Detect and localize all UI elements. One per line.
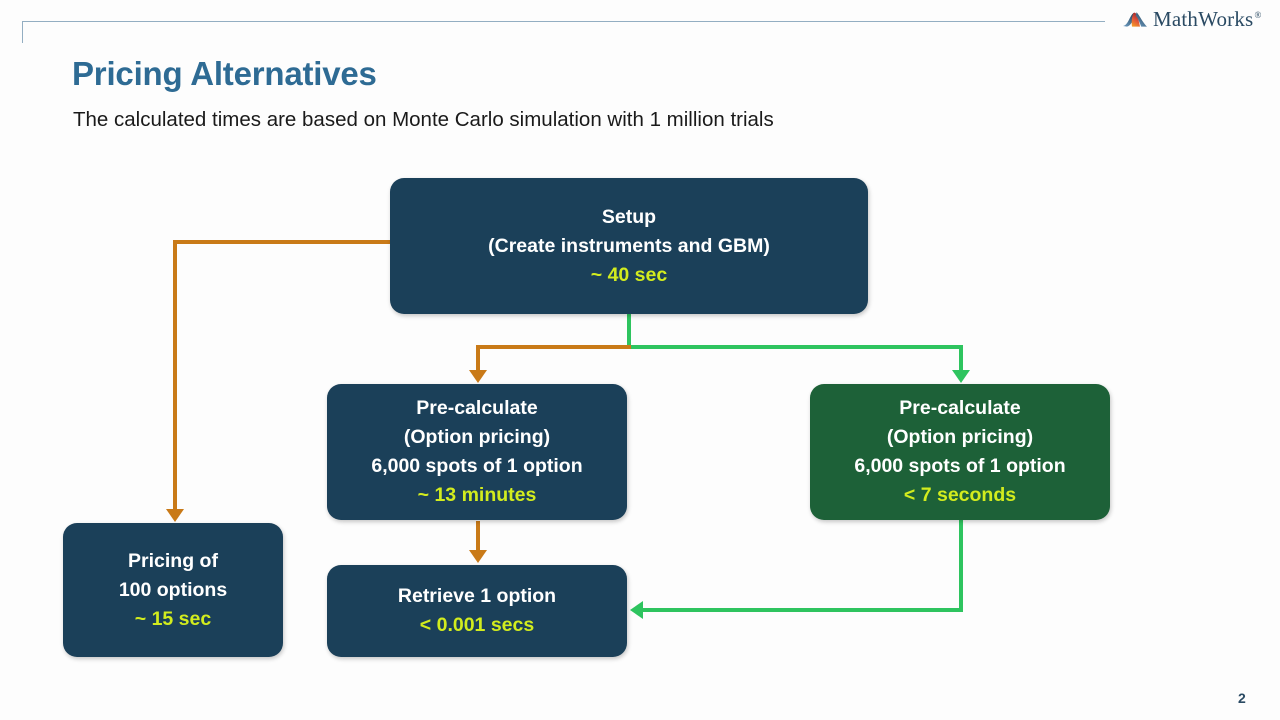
- mathworks-membrane-icon: [1123, 12, 1147, 27]
- arrowhead-into-precalculate-gpu-icon: [952, 370, 970, 383]
- flow-node-line: (Option pricing): [403, 426, 551, 448]
- flow-node-line: Retrieve 1 option: [397, 585, 557, 607]
- flow-node-line: Pricing of: [128, 549, 218, 572]
- flow-node-line: Setup: [601, 205, 657, 228]
- connector-setup-to-pricing100-horizontal: [173, 240, 391, 244]
- arrowhead-into-precalculate-cpu-icon: [469, 370, 487, 383]
- flow-node-line: Pre-calculate: [416, 397, 538, 419]
- arrowhead-into-retrieve-top-icon: [469, 550, 487, 563]
- flow-node-metric: < 7 seconds: [903, 484, 1017, 506]
- connector-precalculate-gpu-to-retrieve-vertical: [959, 520, 963, 612]
- arrowhead-into-retrieve-right-icon: [630, 601, 643, 619]
- connector-setup-to-precalculate-gpu-horizontal: [627, 345, 963, 349]
- flow-node-line: Pre-calculate: [899, 397, 1021, 419]
- flow-node-precalculate-cpu[interactable]: Pre-calculate (Option pricing) 6,000 spo…: [327, 384, 627, 520]
- mathworks-wordmark: MathWorks®: [1153, 6, 1262, 31]
- flow-node-pricing-100-options[interactable]: Pricing of 100 options ~ 15 sec: [63, 523, 283, 657]
- flow-node-line: 100 options: [118, 578, 228, 601]
- connector-setup-to-precalculate-cpu-horizontal: [476, 345, 631, 349]
- connector-setup-to-precalculate-gpu-vertical: [959, 345, 963, 371]
- flow-node-line: (Option pricing): [886, 426, 1034, 448]
- flow-node-line: 6,000 spots of 1 option: [371, 455, 583, 477]
- connector-precalculate-gpu-to-retrieve-horizontal: [642, 608, 963, 612]
- flow-node-retrieve-1-option[interactable]: Retrieve 1 option < 0.001 secs: [327, 565, 627, 657]
- connector-setup-to-pricing100-vertical: [173, 240, 177, 510]
- page-number: 2: [1238, 690, 1246, 706]
- registered-trademark-icon: ®: [1254, 9, 1262, 20]
- connector-setup-to-precalculate-cpu-vertical: [476, 345, 480, 371]
- flow-node-metric: ~ 13 minutes: [417, 484, 537, 506]
- page-title: Pricing Alternatives: [72, 55, 377, 92]
- header-divider: [22, 21, 1105, 22]
- flow-node-line: 6,000 spots of 1 option: [854, 455, 1066, 477]
- mathworks-logo: MathWorks®: [1122, 6, 1261, 32]
- arrowhead-into-pricing100-icon: [166, 509, 184, 522]
- flow-node-setup[interactable]: Setup (Create instruments and GBM) ~ 40 …: [390, 178, 868, 314]
- page-subtitle: The calculated times are based on Monte …: [73, 108, 774, 131]
- flow-node-metric: ~ 40 sec: [590, 263, 668, 286]
- flow-node-line: (Create instruments and GBM): [488, 234, 770, 257]
- flow-node-metric: ~ 15 sec: [134, 607, 212, 630]
- flow-node-metric: < 0.001 secs: [419, 614, 535, 636]
- connector-precalculate-cpu-to-retrieve-vertical: [476, 521, 480, 551]
- connector-setup-trunk-vertical: [627, 313, 631, 348]
- header-divider-tick: [22, 21, 23, 43]
- flow-node-precalculate-gpu[interactable]: Pre-calculate (Option pricing) 6,000 spo…: [810, 384, 1110, 520]
